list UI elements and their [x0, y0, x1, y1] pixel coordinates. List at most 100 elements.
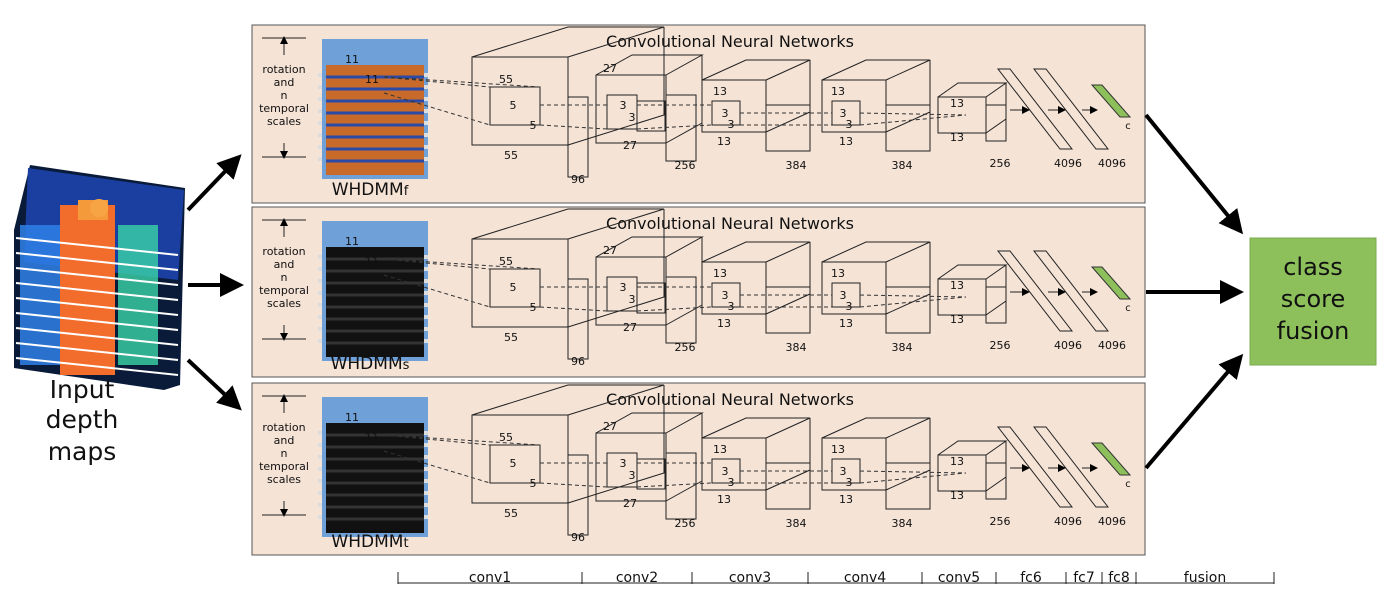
- conv2-kernel-label: 3: [620, 281, 627, 294]
- scale-label-word: temporal: [259, 284, 309, 297]
- conv3-depth-label: 384: [786, 159, 807, 172]
- receptive-field-line: [859, 470, 967, 474]
- conv1-kernel-label: 5: [530, 477, 537, 490]
- conv4-size-label: 13: [839, 317, 853, 330]
- conv4-kernel-label: 3: [846, 118, 853, 131]
- fc8-size-label: c: [1125, 121, 1131, 132]
- axis-label-conv1: conv1: [469, 570, 511, 586]
- conv1-size-label: 55: [499, 73, 513, 86]
- fc6-layer: [996, 250, 1074, 332]
- conv3-kernel-label: 3: [722, 289, 729, 302]
- scale-label-word: n: [281, 447, 288, 460]
- receptive-field-line: [383, 434, 541, 446]
- receptive-field-line: [383, 258, 541, 270]
- fc8-size-label: c: [1125, 479, 1131, 490]
- receptive-field-line: [383, 92, 491, 126]
- conv3-block: [701, 59, 811, 152]
- conv2-depth-label: 256: [675, 517, 696, 530]
- fusion-label-line-1: class: [1283, 253, 1343, 281]
- conv2-block: [595, 54, 704, 162]
- conv3-size-label: 13: [713, 443, 727, 456]
- conv3-size-label: 13: [717, 493, 731, 506]
- conv2-block: [595, 412, 704, 520]
- conv4-kernel-label: 3: [840, 107, 847, 120]
- conv2-depth-label: 256: [675, 341, 696, 354]
- conv4-block: [821, 241, 931, 334]
- receptive-field-line: [859, 294, 967, 298]
- conv3-size-label: 13: [717, 135, 731, 148]
- receptive-field-line: [859, 114, 967, 126]
- conv4-size-label: 13: [831, 267, 845, 280]
- arrow-input-to-stack-1: [186, 154, 242, 212]
- conv5-size-label: 13: [950, 97, 964, 110]
- kernel-size-label: 11: [345, 411, 359, 424]
- conv1-kernel-label: 5: [510, 457, 517, 470]
- input-depth-maps-image: [14, 165, 185, 390]
- conv1-depth-label: 96: [571, 173, 585, 186]
- conv2-size-label: 27: [623, 497, 637, 510]
- conv3-size-label: 13: [717, 317, 731, 330]
- kernel-size-label: 11: [345, 235, 359, 248]
- conv5-size-label: 13: [950, 489, 964, 502]
- fusion-label-line-3: fusion: [1277, 317, 1350, 345]
- conv1-kernel-label: 5: [530, 119, 537, 132]
- whdmm-label: WHDMMf: [332, 180, 409, 200]
- conv4-block: [821, 59, 931, 152]
- cnn-stack-2: Convolutional Neural Networksrotationand…: [251, 206, 1146, 378]
- conv5-depth-label: 256: [990, 515, 1011, 528]
- conv4-depth-label: 384: [892, 341, 913, 354]
- conv4-kernel-label: 3: [846, 300, 853, 313]
- conv5-size-label: 13: [950, 455, 964, 468]
- input-label-line-3: maps: [48, 437, 117, 466]
- conv3-kernel-label: 3: [722, 107, 729, 120]
- whdmm-image-stack: 11 11: [318, 397, 428, 537]
- conv2-kernel-label: 3: [629, 293, 636, 306]
- conv4-depth-label: 384: [892, 517, 913, 530]
- kernel-size-label: 11: [365, 431, 379, 444]
- conv2-kernel-label: 3: [620, 99, 627, 112]
- fc8-layer: [1090, 84, 1132, 118]
- conv4-size-label: 13: [839, 493, 853, 506]
- receptive-field-line: [383, 450, 491, 484]
- scale-label-word: scales: [267, 115, 301, 128]
- receptive-field-line: [383, 76, 491, 88]
- fc6-size-label: 4096: [1054, 157, 1082, 170]
- receptive-field-line: [383, 434, 491, 446]
- scale-label-word: and: [274, 434, 295, 447]
- conv1-size-label: 55: [499, 431, 513, 444]
- fc8-layer: [1090, 266, 1132, 300]
- conv4-kernel-label: 3: [840, 465, 847, 478]
- conv2-kernel-label: 3: [620, 457, 627, 470]
- conv2-size-label: 27: [603, 420, 617, 433]
- axis-label-fc8: fc8: [1108, 570, 1130, 586]
- axis-label-conv2: conv2: [616, 570, 658, 586]
- conv2-kernel-label: 3: [629, 111, 636, 124]
- scale-label-word: rotation: [262, 421, 305, 434]
- fc6-layer: [996, 68, 1074, 150]
- fc7-layer: [1032, 426, 1110, 508]
- cnn-title: Convolutional Neural Networks: [606, 214, 854, 233]
- axis-label-fc6: fc6: [1020, 570, 1042, 586]
- cnn-stack-3: Convolutional Neural Networksrotationand…: [251, 382, 1146, 556]
- cnn-title: Convolutional Neural Networks: [606, 32, 854, 51]
- fc6-size-label: 4096: [1054, 515, 1082, 528]
- conv1-block: [471, 208, 665, 360]
- conv5-block: [937, 82, 1008, 142]
- conv4-size-label: 13: [831, 85, 845, 98]
- conv2-size-label: 27: [623, 321, 637, 334]
- scale-label-word: rotation: [262, 63, 305, 76]
- conv5-depth-label: 256: [990, 339, 1011, 352]
- kernel-size-label: 11: [345, 53, 359, 66]
- axis-label-conv4: conv4: [844, 570, 886, 586]
- fc7-layer: [1032, 68, 1110, 150]
- conv3-depth-label: 384: [786, 517, 807, 530]
- scale-label-word: rotation: [262, 245, 305, 258]
- conv2-depth-label: 256: [675, 159, 696, 172]
- fc7-size-label: 4096: [1098, 157, 1126, 170]
- axis-label-conv3: conv3: [729, 570, 771, 586]
- receptive-field-line: [859, 296, 967, 308]
- conv2-size-label: 27: [623, 139, 637, 152]
